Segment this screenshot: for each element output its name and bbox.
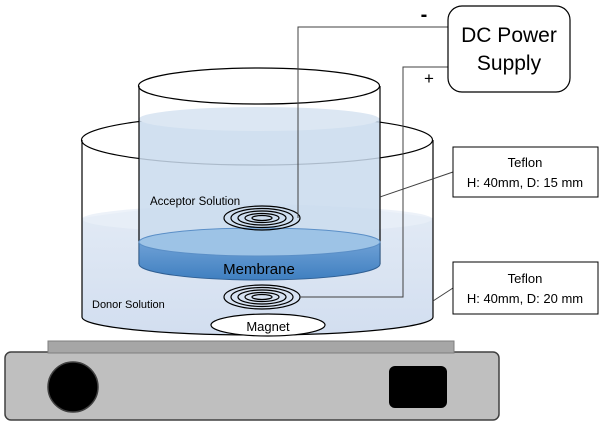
stirrer-plate: [47, 340, 455, 354]
stirrer-display: [389, 366, 447, 408]
membrane-top: [138, 227, 381, 257]
magnet-stir-bar: [210, 313, 326, 337]
negative-wire: [297, 26, 448, 218]
stirrer-knob: [47, 361, 99, 413]
callout-acceptor-line2: H: 40mm, D: 15 mm: [467, 175, 583, 190]
callout-donor-line1: Teflon: [508, 271, 543, 286]
acceptor-liquid-surface: [139, 107, 379, 131]
acceptor-solution-label: Acceptor Solution: [150, 196, 240, 208]
acceptor-beaker: [137, 67, 381, 264]
acceptor-electrode-coil: [223, 205, 301, 231]
power-supply-label-line1: DC Power: [461, 24, 557, 47]
callout-donor-line2: H: 40mm, D: 20 mm: [467, 291, 583, 306]
callout-leader-acceptor: [379, 171, 454, 198]
plus-sign: +: [424, 69, 434, 88]
power-supply-label-line2: Supply: [477, 52, 542, 75]
acceptor-beaker-rim: [137, 67, 381, 105]
positive-wire: [300, 66, 448, 298]
acceptor-liquid: [139, 109, 380, 240]
callout-leader-donor: [432, 287, 454, 302]
magnetic-stirrer: [4, 340, 500, 421]
membrane-label: Membrane: [223, 261, 295, 278]
dc-power-supply-box: [447, 5, 571, 93]
magnet-label: Magnet: [246, 319, 290, 334]
donor-solution-label: Donor Solution: [92, 299, 165, 311]
callout-acceptor-line1: Teflon: [508, 155, 543, 170]
wires: [297, 26, 454, 302]
minus-sign: -: [421, 4, 428, 26]
membrane: [138, 227, 381, 281]
callout-box-acceptor: [452, 146, 599, 198]
callout-box-donor: [452, 261, 599, 315]
